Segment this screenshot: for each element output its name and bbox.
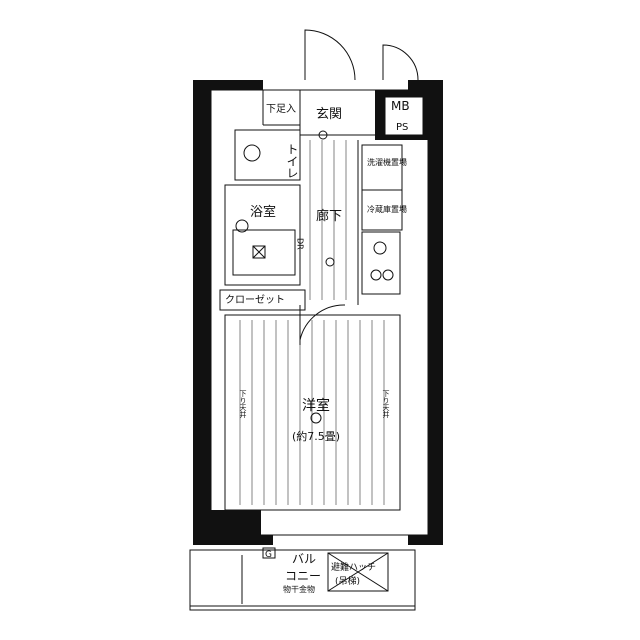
floor-boards: [239, 140, 385, 505]
fixtures: [235, 130, 394, 424]
balcony-label-2: コニー: [285, 569, 321, 583]
western-room-label: 洋室: [302, 397, 330, 414]
toilet-label: トイレ: [285, 143, 299, 179]
g-mark: G: [265, 550, 272, 560]
lowered-ceiling-right: 下り天井: [382, 390, 390, 419]
genkan-label: 玄関: [316, 107, 342, 122]
closet-label: クローゼット: [225, 294, 285, 306]
shoe-storage-label: 下足入: [266, 103, 296, 115]
fridge-area-label: 冷蔵庫置場: [367, 204, 407, 214]
balcony-label-1: バル: [292, 552, 316, 566]
escape-hatch-label-1: 避難ハッチ: [331, 561, 376, 573]
bathroom-label: 浴室: [250, 204, 276, 220]
interior-lines: [189, 89, 429, 611]
corridor-label: 廊下: [316, 208, 342, 224]
labels: 玄関 下足入 MB PS トイレ 浴室 廊下 洗濯機置場 冷蔵庫置場 クローゼッ…: [225, 99, 410, 594]
mb-label: MB: [391, 99, 410, 113]
outer-walls: [193, 80, 443, 545]
dr-mark: DR: [296, 238, 305, 250]
escape-hatch-label-2: (吊梯): [335, 575, 360, 587]
washer-area-label: 洗濯機置場: [367, 157, 407, 167]
lowered-ceiling-left: 下り天井: [239, 390, 247, 419]
western-room-size: (約7.5畳): [292, 429, 340, 443]
ps-label: PS: [396, 122, 408, 133]
drying-hardware-label: 物干金物: [283, 584, 315, 594]
doors: [299, 29, 419, 345]
